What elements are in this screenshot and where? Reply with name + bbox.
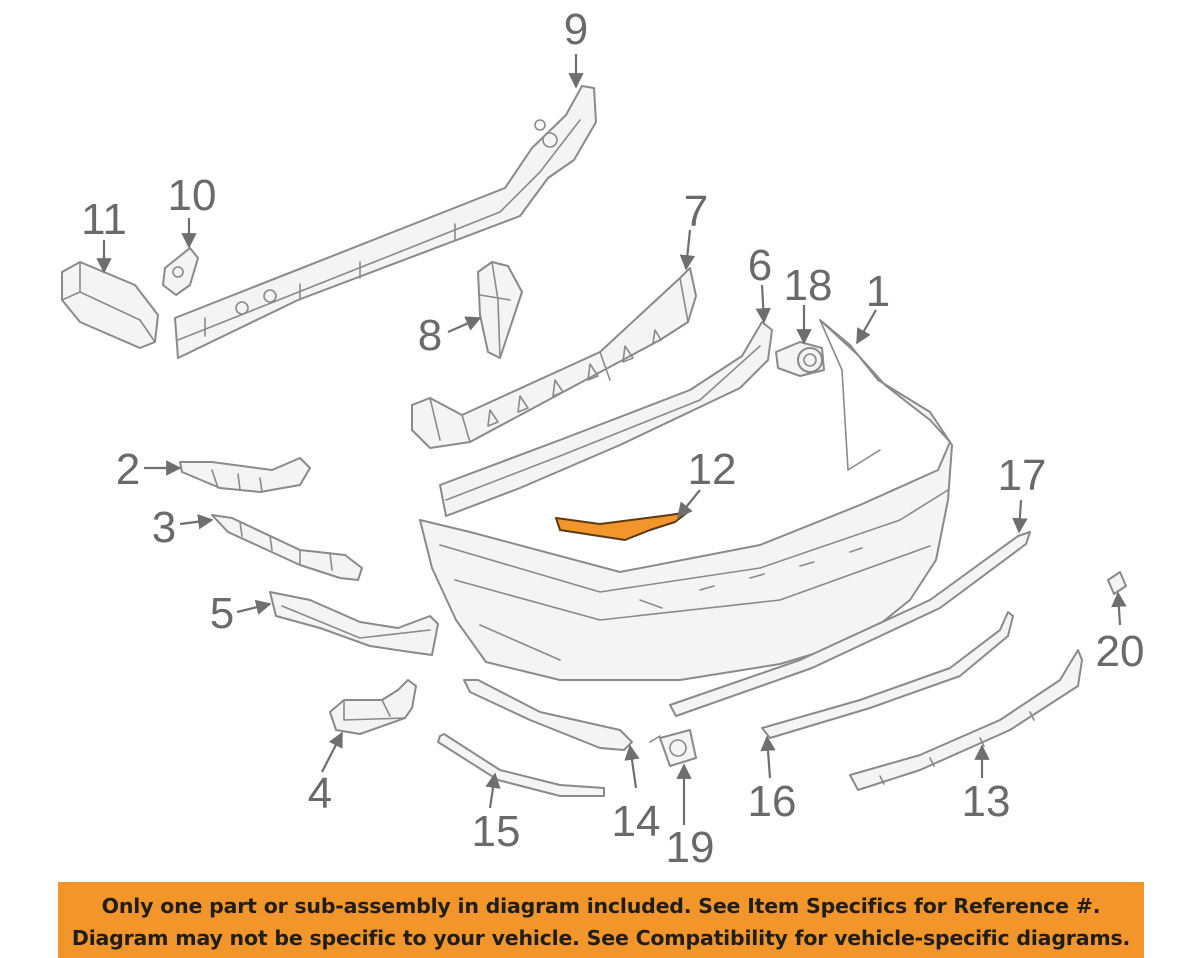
callout-19: 19 (666, 823, 715, 872)
part-7-energy-absorber (411, 267, 697, 449)
callout-16: 16 (748, 777, 797, 826)
callout-13: 13 (962, 777, 1011, 826)
disclaimer-line-2: Diagram may not be specific to your vehi… (71, 926, 1131, 950)
part-14-lower-trim (463, 679, 633, 751)
callout-4: 4 (308, 769, 332, 818)
callout-12: 12 (688, 445, 737, 494)
part-4-bracket (329, 679, 417, 735)
callout-5: 5 (210, 589, 234, 638)
part-20-clip (1107, 571, 1127, 595)
callout-7: 7 (684, 187, 708, 236)
disclaimer-line-1: Only one part or sub-assembly in diagram… (101, 894, 1101, 918)
part-16-strip (761, 611, 1014, 739)
callout-18: 18 (784, 261, 833, 310)
part-18-sensor (775, 341, 825, 377)
callout-9: 9 (564, 5, 588, 54)
callout-14: 14 (612, 797, 661, 846)
callout-8: 8 (418, 311, 442, 360)
part-1-bumper-cover (419, 319, 953, 681)
leader-lines (96, 54, 1127, 825)
callout-2: 2 (116, 445, 140, 494)
part-6-upper-trim (439, 321, 773, 517)
part-10-plate (162, 247, 199, 296)
part-17-strip (669, 531, 1031, 717)
callout-20: 20 (1096, 627, 1145, 676)
callout-6: 6 (748, 241, 772, 290)
callout-labels: 9 10 11 8 7 6 18 1 12 2 3 5 4 17 20 16 1… (81, 5, 1144, 872)
part-8-bracket (477, 261, 523, 359)
part-15-strip (437, 733, 605, 797)
part-12-highlighted (555, 511, 689, 541)
part-9-reinforcement-beam (174, 85, 597, 359)
part-5-bracket (269, 591, 439, 656)
callout-11: 11 (81, 195, 127, 244)
part-2-bracket (179, 457, 311, 493)
disclaimer-banner: Only one part or sub-assembly in diagram… (58, 882, 1144, 958)
callout-3: 3 (152, 503, 176, 552)
callout-10: 10 (168, 171, 217, 220)
parts-diagram: 9 10 11 8 7 6 18 1 12 2 3 5 4 17 20 16 1… (61, 5, 1144, 872)
callout-1: 1 (866, 267, 890, 316)
part-13-strip (849, 649, 1083, 791)
part-11-bracket (61, 261, 159, 349)
part-19-sensor-holder (649, 729, 697, 767)
part-3-bracket (211, 514, 363, 581)
callout-17: 17 (998, 451, 1047, 500)
callout-15: 15 (472, 807, 521, 856)
